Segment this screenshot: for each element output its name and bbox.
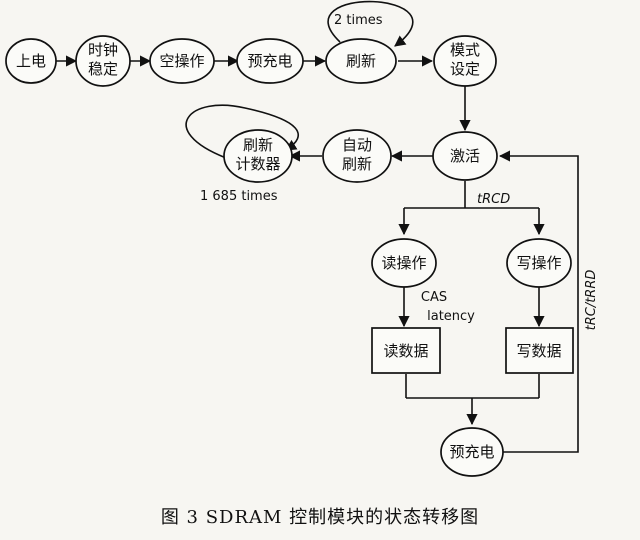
node-clock-stable	[75, 35, 131, 87]
label-refresh-counter-1: 刷新	[243, 136, 273, 154]
node-read-data	[371, 327, 441, 374]
label-write-op: 写操作	[516, 254, 561, 272]
node-write-op	[506, 238, 572, 288]
label-clock-stable-2: 稳定	[88, 60, 118, 78]
edge-refresh-self-loop	[327, 0, 414, 47]
label-auto-refresh-1: 自动	[342, 136, 372, 154]
label-1685-times: 1 685 times	[200, 189, 278, 204]
node-auto-refresh	[322, 129, 392, 183]
label-two-times: 2 times	[334, 13, 383, 28]
label-read-op: 读操作	[381, 254, 426, 272]
node-nop	[149, 38, 215, 84]
node-precharge-bottom	[440, 427, 504, 477]
node-read-op	[371, 238, 437, 288]
label-nop: 空操作	[159, 52, 204, 70]
node-mode-set	[433, 35, 497, 87]
label-cas-2: latency	[427, 309, 475, 324]
label-precharge-bottom: 预充电	[449, 443, 494, 461]
node-write-data	[505, 327, 574, 374]
edge-counter-self-loop	[185, 104, 299, 159]
label-write-data: 写数据	[516, 342, 561, 360]
edge-precharge-activate-loop	[498, 150, 579, 453]
label-power-on: 上电	[16, 52, 46, 70]
label-activate: 激活	[450, 147, 480, 165]
node-refresh-top	[325, 38, 397, 84]
label-read-data: 读数据	[383, 342, 428, 360]
label-clock-stable-1: 时钟	[88, 41, 118, 59]
label-refresh-top: 刷新	[346, 52, 376, 70]
label-trc-trrd: tRC/tRRD	[584, 270, 599, 331]
label-cas-1: CAS	[421, 290, 447, 305]
label-precharge-top: 预充电	[247, 52, 292, 70]
node-precharge-top	[236, 38, 304, 84]
label-mode-set-2: 设定	[450, 60, 480, 78]
label-auto-refresh-2: 刷新	[342, 155, 372, 173]
label-refresh-counter-2: 计数器	[235, 155, 280, 173]
label-trcd: tRCD	[477, 192, 510, 207]
node-power-on	[5, 38, 57, 84]
figure-caption: 图 3 SDRAM 控制模块的状态转移图	[161, 507, 479, 528]
label-mode-set-1: 模式	[450, 41, 480, 59]
node-refresh-counter	[223, 129, 293, 183]
node-activate	[432, 131, 498, 181]
